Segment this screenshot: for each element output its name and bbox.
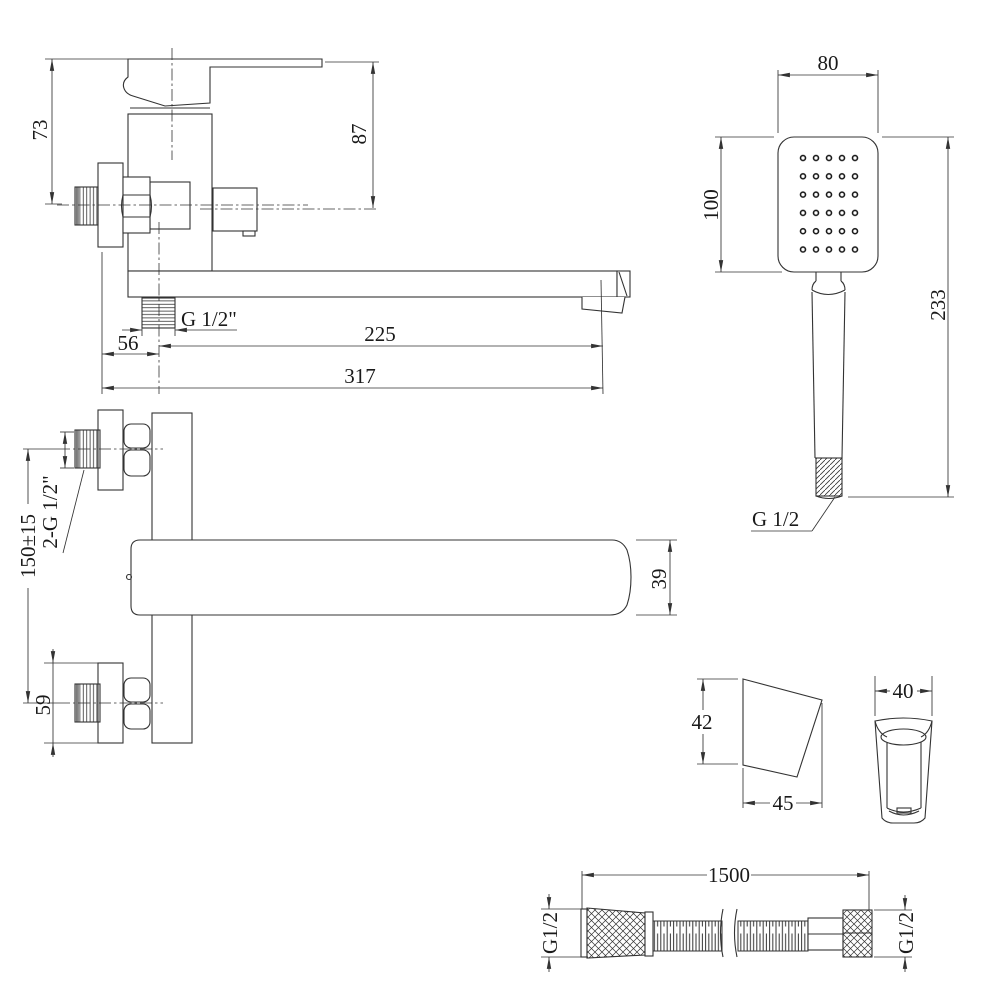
dim-39: 39 xyxy=(647,569,671,590)
label-outlet-thread: G 1/2" xyxy=(181,307,237,331)
bracket-side xyxy=(742,678,823,778)
shower-thread xyxy=(815,457,843,497)
dim-100: 100 xyxy=(699,189,723,221)
shower-outline xyxy=(777,136,879,500)
bracket-front xyxy=(874,717,933,824)
dim-150: 150±15 xyxy=(16,514,40,578)
dim-45: 45 xyxy=(773,791,794,815)
spout-nozzle xyxy=(581,296,626,314)
view-faucet-side: 73 87 G 1/2" 56 225 317 xyxy=(28,48,631,395)
view-hose: 1500 G1/2 G1/2 xyxy=(538,863,918,972)
dim-225: 225 xyxy=(364,322,396,346)
hose-coil-2 xyxy=(737,920,809,952)
dim-1500: 1500 xyxy=(708,863,750,887)
front-outline xyxy=(58,409,632,744)
dim-80: 80 xyxy=(818,51,839,75)
hose-nut-left xyxy=(586,907,646,959)
bracket-side-outline xyxy=(742,678,823,778)
hose-outline xyxy=(580,907,873,959)
dim-40: 40 xyxy=(893,679,914,703)
shower-dimensions: 80 100 233 G 1/2 xyxy=(699,51,954,532)
spray-nozzles xyxy=(797,150,861,253)
dim-73: 73 xyxy=(28,120,52,141)
dim-g12-left: G1/2 xyxy=(538,912,562,954)
label-ports-thread: 2-G 1/2" xyxy=(38,475,62,548)
diverter-block xyxy=(212,187,258,232)
hose-dimensions: 1500 G1/2 G1/2 xyxy=(538,863,918,972)
dim-233: 233 xyxy=(926,289,950,321)
label-shower-thread: G 1/2 xyxy=(752,507,799,531)
view-faucet-front: 2-G 1/2" 150±15 59 39 xyxy=(16,409,677,757)
hose-coil-1 xyxy=(652,920,723,952)
view-bracket: 42 45 40 xyxy=(692,676,933,824)
dim-56: 56 xyxy=(118,331,139,355)
view-hand-shower: 80 100 233 G 1/2 xyxy=(699,51,954,532)
hose-break xyxy=(719,908,738,958)
inlet-thread xyxy=(74,186,99,226)
outlet-thread xyxy=(141,297,176,329)
dim-g12-right: G1/2 xyxy=(894,912,918,954)
dim-59: 59 xyxy=(31,695,55,716)
dim-317: 317 xyxy=(344,364,376,388)
side-dimensions: 73 87 G 1/2" 56 225 317 xyxy=(28,58,603,394)
lever-handle xyxy=(122,58,323,107)
faucet-body-outline xyxy=(57,48,631,395)
dim-87: 87 xyxy=(347,124,371,145)
bracket-front-outline xyxy=(874,717,933,824)
spout-front xyxy=(130,539,632,616)
spout-side xyxy=(127,270,618,298)
bracket-dimensions: 42 45 40 xyxy=(692,676,933,815)
dim-42: 42 xyxy=(692,710,713,734)
front-dimensions: 2-G 1/2" 150±15 59 39 xyxy=(16,431,677,757)
